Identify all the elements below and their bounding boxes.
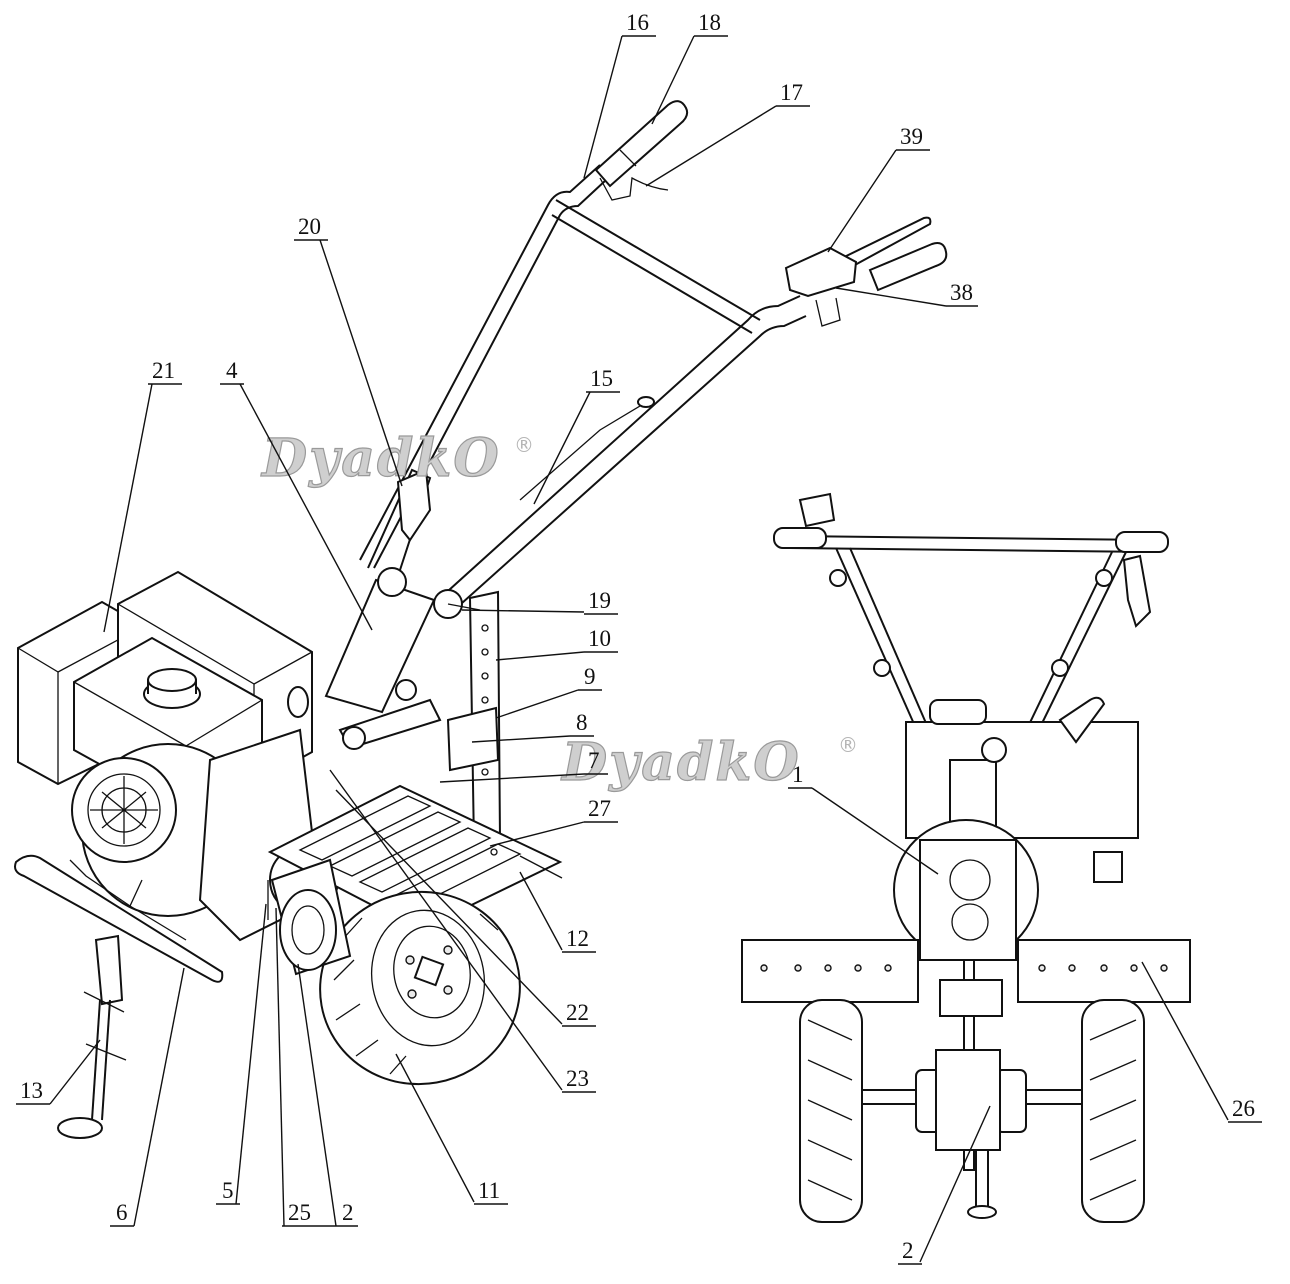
front-view-drawing	[741, 492, 1191, 1223]
callout-21: 21	[103, 358, 182, 633]
callout-23: 23	[329, 769, 596, 1093]
callout-label: 13	[20, 1078, 43, 1103]
callout-label: 15	[590, 366, 613, 391]
watermark-brand-text: DyadkO	[260, 428, 501, 489]
watermark-registered-mark: ®	[838, 733, 858, 757]
callout-16: 16	[583, 10, 656, 179]
callout-39: 39	[827, 124, 930, 253]
callout-1-front: 1	[788, 762, 939, 875]
callout-9: 9	[495, 664, 602, 719]
handlebar	[359, 100, 948, 613]
engine	[17, 570, 339, 942]
callout-19: 19	[461, 588, 618, 615]
callout-label: 19	[588, 588, 611, 613]
callout-label: 4	[226, 358, 238, 383]
callout-8: 8	[471, 710, 594, 743]
callout-label: 2	[342, 1200, 354, 1225]
callout-5: 5	[216, 903, 267, 1205]
callout-2-front: 2	[898, 1105, 991, 1265]
stand	[57, 934, 127, 1139]
callout-20: 20	[294, 214, 403, 487]
watermark-brand-text: DyadkO	[560, 732, 801, 793]
callout-label: 21	[152, 358, 175, 383]
callout-label: 11	[478, 1178, 500, 1203]
callout-label: 10	[588, 626, 611, 651]
callout-6: 6	[110, 967, 185, 1227]
callout-label: 5	[222, 1178, 234, 1203]
callout-10: 10	[495, 626, 618, 661]
callout-7: 7	[439, 748, 608, 783]
callout-label: 20	[298, 214, 321, 239]
callout-label: 22	[566, 1000, 589, 1025]
callout-2: 2	[282, 963, 358, 1227]
callout-18: 18	[651, 10, 728, 125]
callout-label: 38	[950, 280, 973, 305]
watermark-top: DyadkO ®	[259, 427, 534, 489]
callout-13: 13	[16, 1039, 101, 1105]
callout-label: 8	[576, 710, 588, 735]
callout-label: 17	[780, 80, 803, 105]
callout-17: 17	[645, 80, 810, 187]
callout-11: 11	[395, 1053, 508, 1205]
callout-25: 25	[275, 907, 311, 1227]
wheel	[319, 890, 521, 1086]
callout-label: 1	[792, 762, 804, 787]
callout-label: 6	[116, 1200, 128, 1225]
callout-26-front: 26	[1141, 961, 1262, 1123]
callout-label: 18	[698, 10, 721, 35]
callout-38: 38	[835, 280, 978, 307]
front-bumper	[14, 854, 224, 983]
callout-label: 27	[588, 796, 611, 821]
callout-27: 27	[489, 796, 618, 847]
watermark-middle: DyadkO ®	[559, 731, 858, 793]
callout-label: 26	[1232, 1096, 1255, 1121]
callout-label: 23	[566, 1066, 589, 1091]
callout-label: 25	[288, 1200, 311, 1225]
callout-label: 39	[900, 124, 923, 149]
callout-label: 16	[626, 10, 649, 35]
callout-12: 12	[519, 871, 596, 953]
column-assembly	[324, 567, 502, 848]
callout-4: 4	[220, 358, 373, 631]
callout-label: 2	[902, 1238, 914, 1263]
callout-label: 7	[588, 748, 600, 773]
watermark-registered-mark: ®	[514, 433, 534, 457]
fender	[267, 784, 563, 932]
callout-label: 12	[566, 926, 589, 951]
gearbox	[270, 858, 352, 976]
callout-label: 9	[584, 664, 596, 689]
callout-15: 15	[533, 366, 620, 505]
callout-22: 22	[335, 789, 596, 1027]
side-view-drawing	[14, 100, 948, 1139]
